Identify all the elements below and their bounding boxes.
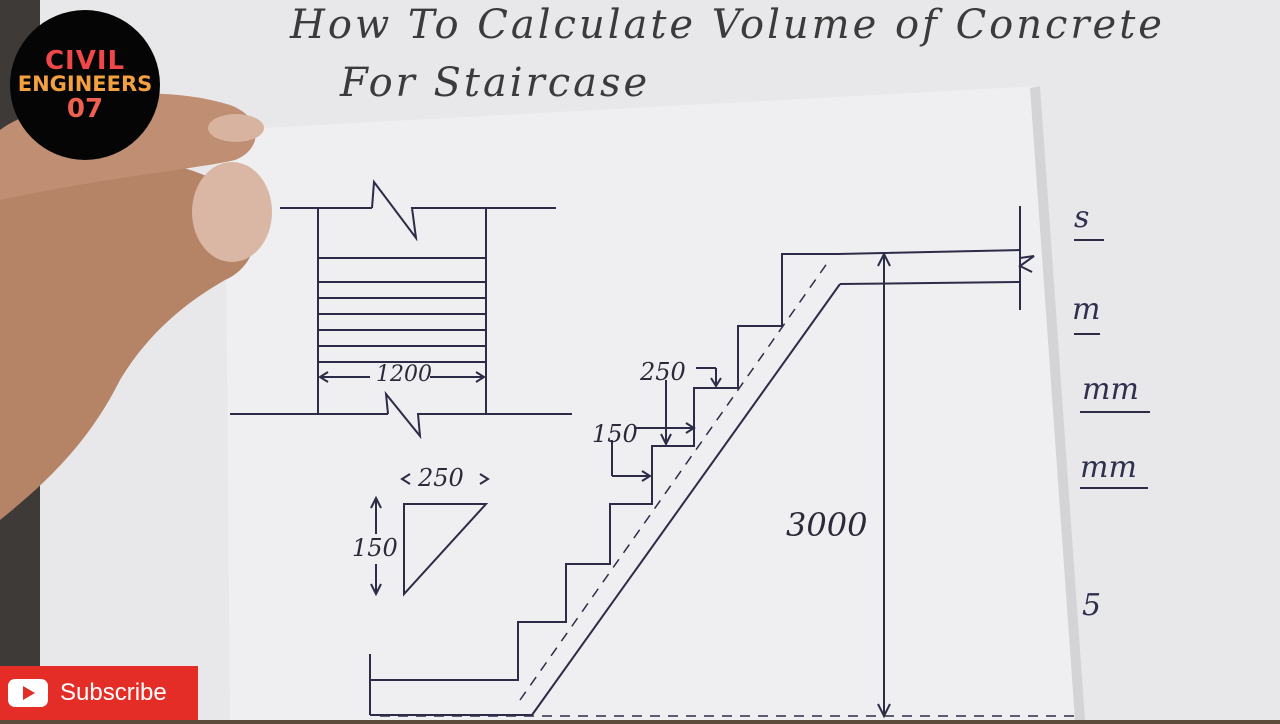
right-note-1: s	[1074, 200, 1090, 235]
front-paper	[225, 86, 1085, 720]
subscribe-label: Subscribe	[60, 679, 167, 706]
sheet-title-line-1: How To Calculate Volume of Concrete	[290, 2, 1165, 48]
right-note-4: mm	[1080, 450, 1137, 485]
triangle-base-label: 250	[418, 464, 464, 492]
triangle-detail	[370, 473, 490, 597]
logo-line-1: CIVIL	[44, 45, 126, 76]
thumb-nail	[192, 162, 272, 262]
logo-line-3: 07	[66, 93, 104, 124]
triangle-height-label: 150	[352, 534, 398, 562]
height-label: 3000	[786, 506, 868, 544]
plan-view	[230, 179, 572, 440]
right-note-2: m	[1072, 292, 1101, 327]
stair-section	[369, 206, 1035, 719]
channel-logo: CIVIL ENGINEERS 07	[10, 10, 160, 160]
youtube-play-icon	[8, 679, 48, 707]
right-underlines	[1074, 239, 1150, 489]
sheet-title-line-2: For Staircase	[340, 60, 651, 106]
right-note-3: mm	[1082, 372, 1139, 407]
riser-label: 150	[592, 420, 638, 448]
finger-nail	[208, 114, 264, 142]
logo-line-2: ENGINEERS	[17, 72, 153, 97]
subscribe-button[interactable]: Subscribe	[0, 666, 198, 720]
right-note-5: 5	[1082, 588, 1102, 623]
hand-palm	[0, 158, 256, 521]
front-paper-shade	[1030, 86, 1085, 720]
tread-label: 250	[640, 358, 686, 386]
plan-width-label: 1200	[376, 362, 432, 387]
stair-dashed-line	[380, 261, 1080, 717]
